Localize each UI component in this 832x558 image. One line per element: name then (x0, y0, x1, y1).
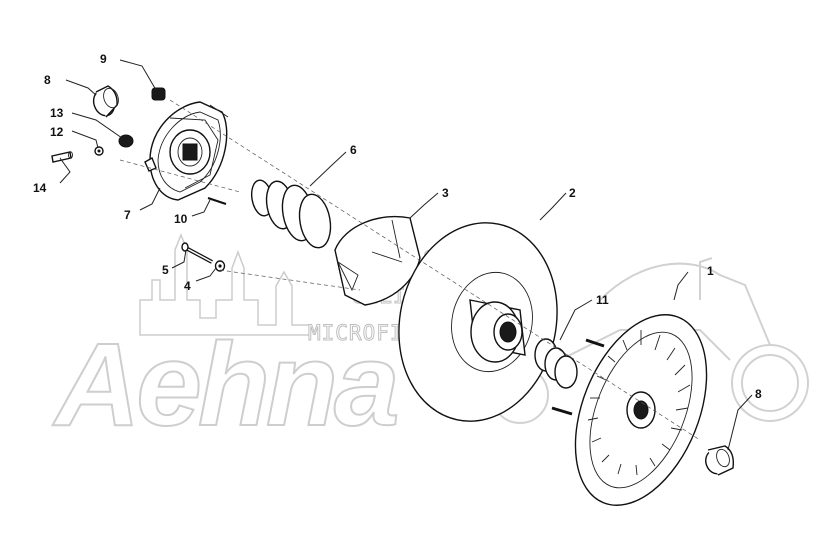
part-1-fixed-sheave (551, 314, 708, 506)
part-2-movable-sheave (398, 222, 558, 422)
callout-13: 13 (50, 106, 64, 120)
part-11-shims (534, 338, 578, 389)
callout-1: 1 (707, 264, 714, 278)
callout-6: 6 (350, 143, 357, 157)
part-4-nut (214, 260, 226, 272)
part-12-washer (94, 146, 104, 156)
callout-8-upper: 8 (44, 73, 51, 87)
part-5-bolt (181, 242, 213, 264)
part-13-nut (118, 134, 134, 148)
callout-8-lower: 8 (755, 387, 762, 401)
part-7-cam-plate (144, 101, 229, 201)
part-6-spring (250, 179, 332, 249)
part-10-pin (207, 197, 227, 205)
callout-11: 11 (596, 293, 609, 307)
part-8-bushing-upper (92, 85, 119, 118)
leader-lines (59, 59, 753, 451)
watermark-brand: Aehna (52, 319, 397, 451)
callout-3: 3 (442, 186, 449, 200)
callout-14: 14 (33, 181, 47, 195)
part-9-roller (151, 87, 166, 101)
callout-10: 10 (174, 212, 188, 226)
callout-5: 5 (162, 263, 169, 277)
watermark-skyline (139, 232, 311, 336)
callout-labels: 1 2 3 4 5 6 7 8 8 9 10 11 12 13 14 (33, 52, 762, 401)
part-8-bushing-lower (705, 445, 735, 476)
callout-4: 4 (184, 279, 191, 293)
callout-12: 12 (50, 125, 64, 139)
part-3-helix (334, 215, 421, 306)
callout-9: 9 (100, 52, 107, 66)
part-14-pin (51, 151, 73, 163)
callout-2: 2 (569, 186, 576, 200)
callout-7: 7 (124, 208, 131, 222)
